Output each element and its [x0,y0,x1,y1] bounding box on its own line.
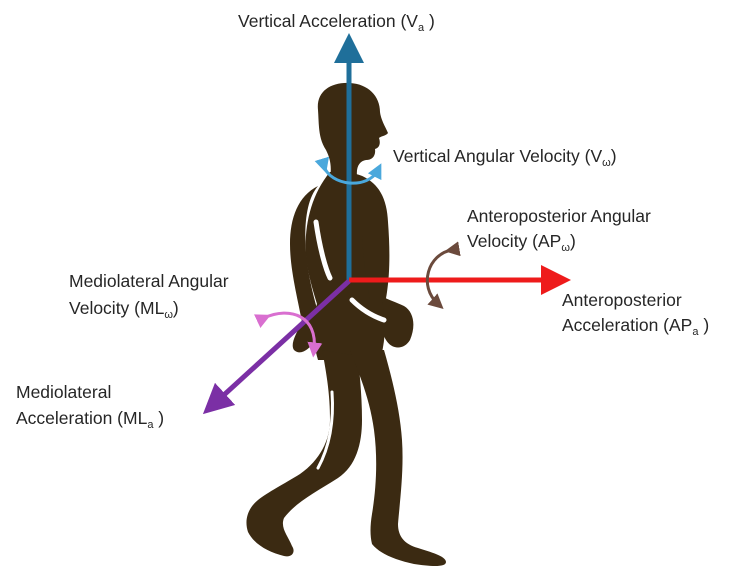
ml-angular-velocity-label-line1: Mediolateral Angular [69,269,229,293]
head [318,83,388,178]
ml-angular-velocity-label-line2: Velocity (MLω) [69,296,179,323]
ap-acceleration-label-line2: Acceleration (APa ) [562,313,709,340]
vertical-angular-velocity-label: Vertical Angular Velocity (Vω) [393,144,617,171]
ml-acceleration-label-line2: Acceleration (MLa ) [16,406,164,433]
front-leg [350,350,446,566]
ml-acceleration-label-line1: Mediolateral [16,380,111,404]
ap-acceleration-label-line1: Anteroposterior [562,288,682,312]
anteroposterior-rotation-icon [427,250,452,304]
vertical-acceleration-label: Vertical Acceleration (Va ) [238,9,435,36]
rear-leg [246,350,362,556]
ap-angular-velocity-label-line1: Anteroposterior Angular [467,204,651,228]
ap-angular-velocity-label-line2: Velocity (APω) [467,229,576,256]
